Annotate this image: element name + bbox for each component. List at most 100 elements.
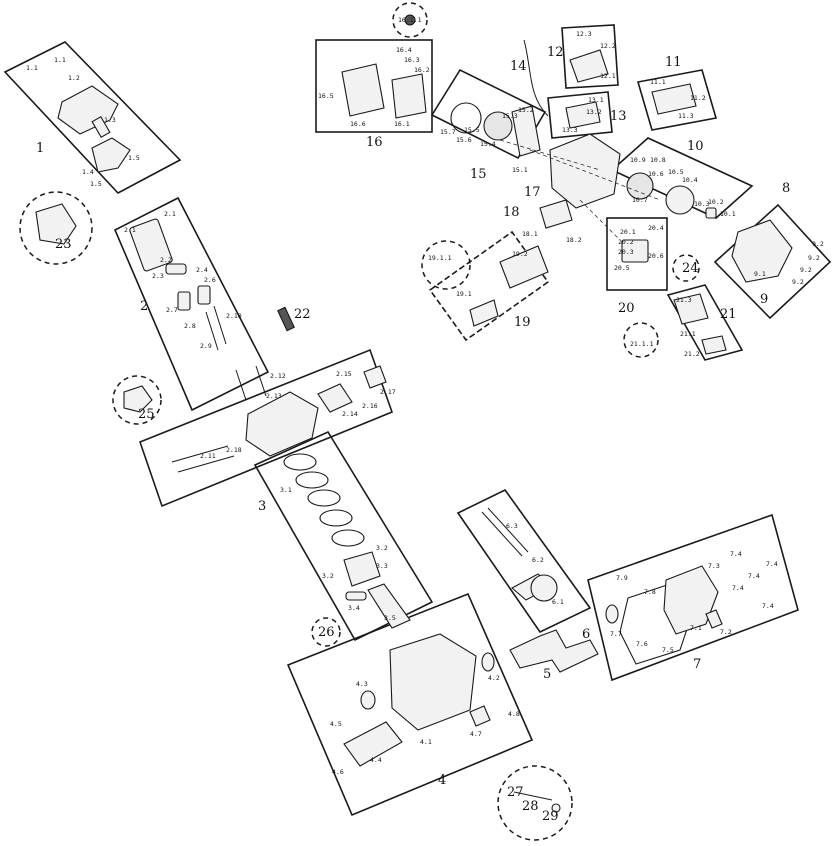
callout: 2.1 <box>124 226 136 234</box>
frame-6 <box>456 488 592 634</box>
valve <box>205 311 219 351</box>
frame-2 <box>113 196 270 412</box>
label-11: 11 <box>665 55 682 70</box>
callout: 7.1 <box>690 624 702 632</box>
callout: 4.1 <box>420 738 432 746</box>
callout: 7.4 <box>748 572 760 580</box>
callout: 20.6 <box>648 252 664 260</box>
crankcase <box>389 633 477 731</box>
label-6: 6 <box>582 627 590 642</box>
valve-springs <box>177 285 211 311</box>
valve-cover-gasket <box>91 137 131 173</box>
muffler-guard-21 <box>701 335 727 355</box>
callout: 20.2 <box>618 238 634 246</box>
label-15: 15 <box>470 167 487 182</box>
label-24: 24 <box>682 261 699 276</box>
callout: 19.1.1 <box>428 254 452 262</box>
oil-seal <box>360 690 376 710</box>
rocker-plate <box>129 218 173 272</box>
connecting-rod <box>367 583 411 629</box>
label-3: 3 <box>258 499 266 514</box>
callout: 20.1 <box>620 228 636 236</box>
callout: 13.1 <box>588 96 604 104</box>
callout: 3.2 <box>376 544 388 552</box>
frame-11 <box>636 69 718 131</box>
callout: 7.4 <box>732 584 744 592</box>
starter-motor <box>343 721 403 767</box>
callout: 15.7 <box>440 128 456 136</box>
callout: 19.1 <box>456 290 472 298</box>
callout: 18.2 <box>566 236 582 244</box>
circle-21-1-1 <box>623 322 659 358</box>
callout: 4.8 <box>508 710 520 718</box>
label-5: 5 <box>543 667 551 682</box>
callout: 11.2 <box>690 94 706 102</box>
label-19: 19 <box>514 315 531 330</box>
air-filter-housing <box>341 63 385 117</box>
callout: 1.1 <box>54 56 66 64</box>
frame-19 <box>428 230 550 342</box>
fuel-tank <box>499 245 549 289</box>
cam-gear <box>530 574 558 602</box>
label-25: 25 <box>138 407 155 422</box>
callout: 1.4 <box>82 168 94 176</box>
callout: 15.4 <box>480 140 496 148</box>
label-18: 18 <box>503 205 520 220</box>
circle-27-28-29 <box>497 765 573 841</box>
piston-rings <box>283 453 365 547</box>
callout: 2.9 <box>200 342 212 350</box>
callout: 15.2 <box>518 106 534 114</box>
callout: 20.5 <box>614 264 630 272</box>
callout: 12.3 <box>576 30 592 38</box>
frame-9 <box>713 203 832 320</box>
callout: 12.1 <box>600 72 616 80</box>
bracket-12 <box>569 49 609 83</box>
part-drawings <box>35 14 793 813</box>
callout: 10.9 <box>630 156 646 164</box>
air-filter-cover <box>391 73 427 119</box>
callout: 16.1 <box>394 120 410 128</box>
dipstick <box>705 609 723 629</box>
callout: 10.7 <box>632 196 648 204</box>
label-23: 23 <box>55 237 72 252</box>
governor-18 <box>539 199 573 229</box>
callout: 21.3 <box>676 296 692 304</box>
label-16: 16 <box>366 135 383 150</box>
callout: 2.15 <box>336 370 352 378</box>
callout: 16.6 <box>350 120 366 128</box>
callout: 12.2 <box>600 42 616 50</box>
exhaust-gasket-25 <box>123 385 153 413</box>
assembly-labels: 1 2 3 4 5 6 7 8 9 10 11 12 13 14 15 16 1… <box>36 45 790 824</box>
callout: 9.2 <box>792 278 804 286</box>
rocker-arm <box>165 263 187 275</box>
callout: 4.4 <box>370 756 382 764</box>
bolt-27-28 <box>513 791 553 801</box>
cylinder-head <box>245 391 319 457</box>
circle-26 <box>311 617 341 647</box>
detail-circles <box>19 2 700 841</box>
carb-gasket <box>450 102 482 134</box>
callout: 4.3 <box>356 680 368 688</box>
head-gasket-23 <box>35 203 77 245</box>
callout: 7.3 <box>708 562 720 570</box>
frame-2-base <box>138 348 394 508</box>
callout: 1.5 <box>90 180 102 188</box>
label-4: 4 <box>438 773 446 788</box>
callout: 7.4 <box>766 560 778 568</box>
callout: 20.3 <box>618 248 634 256</box>
callout: 3.1 <box>280 486 292 494</box>
callout: 21.1 <box>680 330 696 338</box>
label-7: 7 <box>693 657 701 672</box>
cover-oil-seal <box>605 604 619 624</box>
callout: 2.11 <box>200 452 216 460</box>
piston-pin <box>345 591 367 601</box>
callout: 7.5 <box>662 646 674 654</box>
callout: 7.6 <box>636 640 648 648</box>
crankcase-cover <box>663 565 719 635</box>
callout: 10.1 <box>720 210 736 218</box>
callout: 2.8 <box>184 322 196 330</box>
oil-drain-bolt <box>469 705 491 727</box>
callout: 6.3 <box>506 522 518 530</box>
callout: 16.3 <box>404 56 420 64</box>
